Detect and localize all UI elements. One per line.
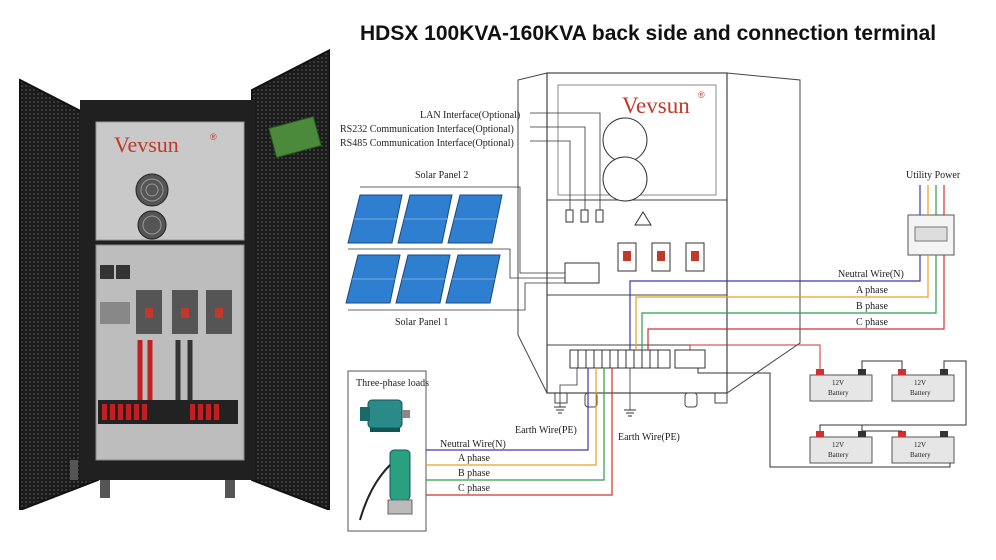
svg-text:12V: 12V <box>914 441 926 449</box>
diagram-left-door <box>517 72 548 394</box>
diagram-right-door <box>726 72 801 394</box>
neutral-wire-in-label: Neutral Wire(N) <box>440 439 506 450</box>
solar-panel-2-label: Solar Panel 2 <box>415 170 468 181</box>
earth-wire-label-1: Earth Wire(PE) <box>515 425 577 436</box>
battery-icon <box>891 374 955 402</box>
battery-1: 12V Battery <box>809 369 873 402</box>
earth-wire-1 <box>559 368 578 407</box>
svg-text:Battery: Battery <box>828 451 849 459</box>
svg-text:12V: 12V <box>832 379 844 387</box>
svg-text:Battery: Battery <box>910 451 931 459</box>
warning-icon <box>634 211 652 226</box>
wiring-diagram: Vevsun ® LAN Interface(Optional) RS232 C… <box>340 72 967 532</box>
fan-icon <box>137 210 167 240</box>
three-phase-loads-title: Three-phase loads <box>356 378 429 389</box>
fan-icon <box>602 156 648 202</box>
battery-4: 12V Battery <box>891 431 955 464</box>
ground-icon <box>624 409 636 417</box>
svg-text:Battery: Battery <box>910 389 931 397</box>
battery-icon <box>809 374 873 402</box>
upper-panel <box>95 121 245 241</box>
ground-icon <box>554 406 566 414</box>
rs485-label: RS485 Communication Interface(Optional) <box>340 138 514 149</box>
right-door <box>251 48 330 510</box>
b-phase-in-label: B phase <box>458 468 491 479</box>
c-phase-in-label: C phase <box>458 483 491 494</box>
a-phase-out-label: A phase <box>856 285 889 296</box>
cabinet-photo: Vevsun ® <box>19 48 330 510</box>
solar-panel-1-label: Solar Panel 1 <box>395 317 448 328</box>
svg-text:®: ® <box>210 132 217 142</box>
neutral-wire-out-label: Neutral Wire(N) <box>838 269 904 280</box>
page-title: HDSX 100KVA-160KVA back side and connect… <box>360 22 937 45</box>
battery-icon <box>809 436 873 464</box>
cabinet-logo: Vevsun <box>114 132 179 157</box>
svg-text:®: ® <box>698 90 705 100</box>
pcb-board <box>268 115 322 159</box>
a-phase-in-label: A phase <box>458 453 491 464</box>
svg-text:12V: 12V <box>832 441 844 449</box>
utility-power-label: Utility Power <box>906 170 961 181</box>
svg-text:12V: 12V <box>914 379 926 387</box>
motor-icon <box>360 399 410 432</box>
battery-3: 12V Battery <box>809 431 873 464</box>
diagram-logo: Vevsun <box>622 93 690 118</box>
terminal-strip <box>569 349 671 369</box>
svg-text:Battery: Battery <box>828 389 849 397</box>
battery-terminal <box>674 349 706 369</box>
battery-bank: 12V Battery 12V Battery 12V Battery 12V … <box>809 369 955 464</box>
pump-icon <box>359 449 413 521</box>
battery-icon <box>891 436 955 464</box>
fan-icon <box>602 117 648 163</box>
battery-2: 12V Battery <box>891 369 955 402</box>
earth-wire-label-2: Earth Wire(PE) <box>618 432 680 443</box>
lan-label: LAN Interface(Optional) <box>420 110 520 121</box>
three-phase-loads-box <box>347 370 427 532</box>
lower-panel <box>95 244 245 461</box>
c-phase-out-label: C phase <box>856 317 889 328</box>
rs232-label: RS232 Communication Interface(Optional) <box>340 124 514 135</box>
b-phase-out-label: B phase <box>856 301 889 312</box>
pv-terminal <box>564 262 600 284</box>
